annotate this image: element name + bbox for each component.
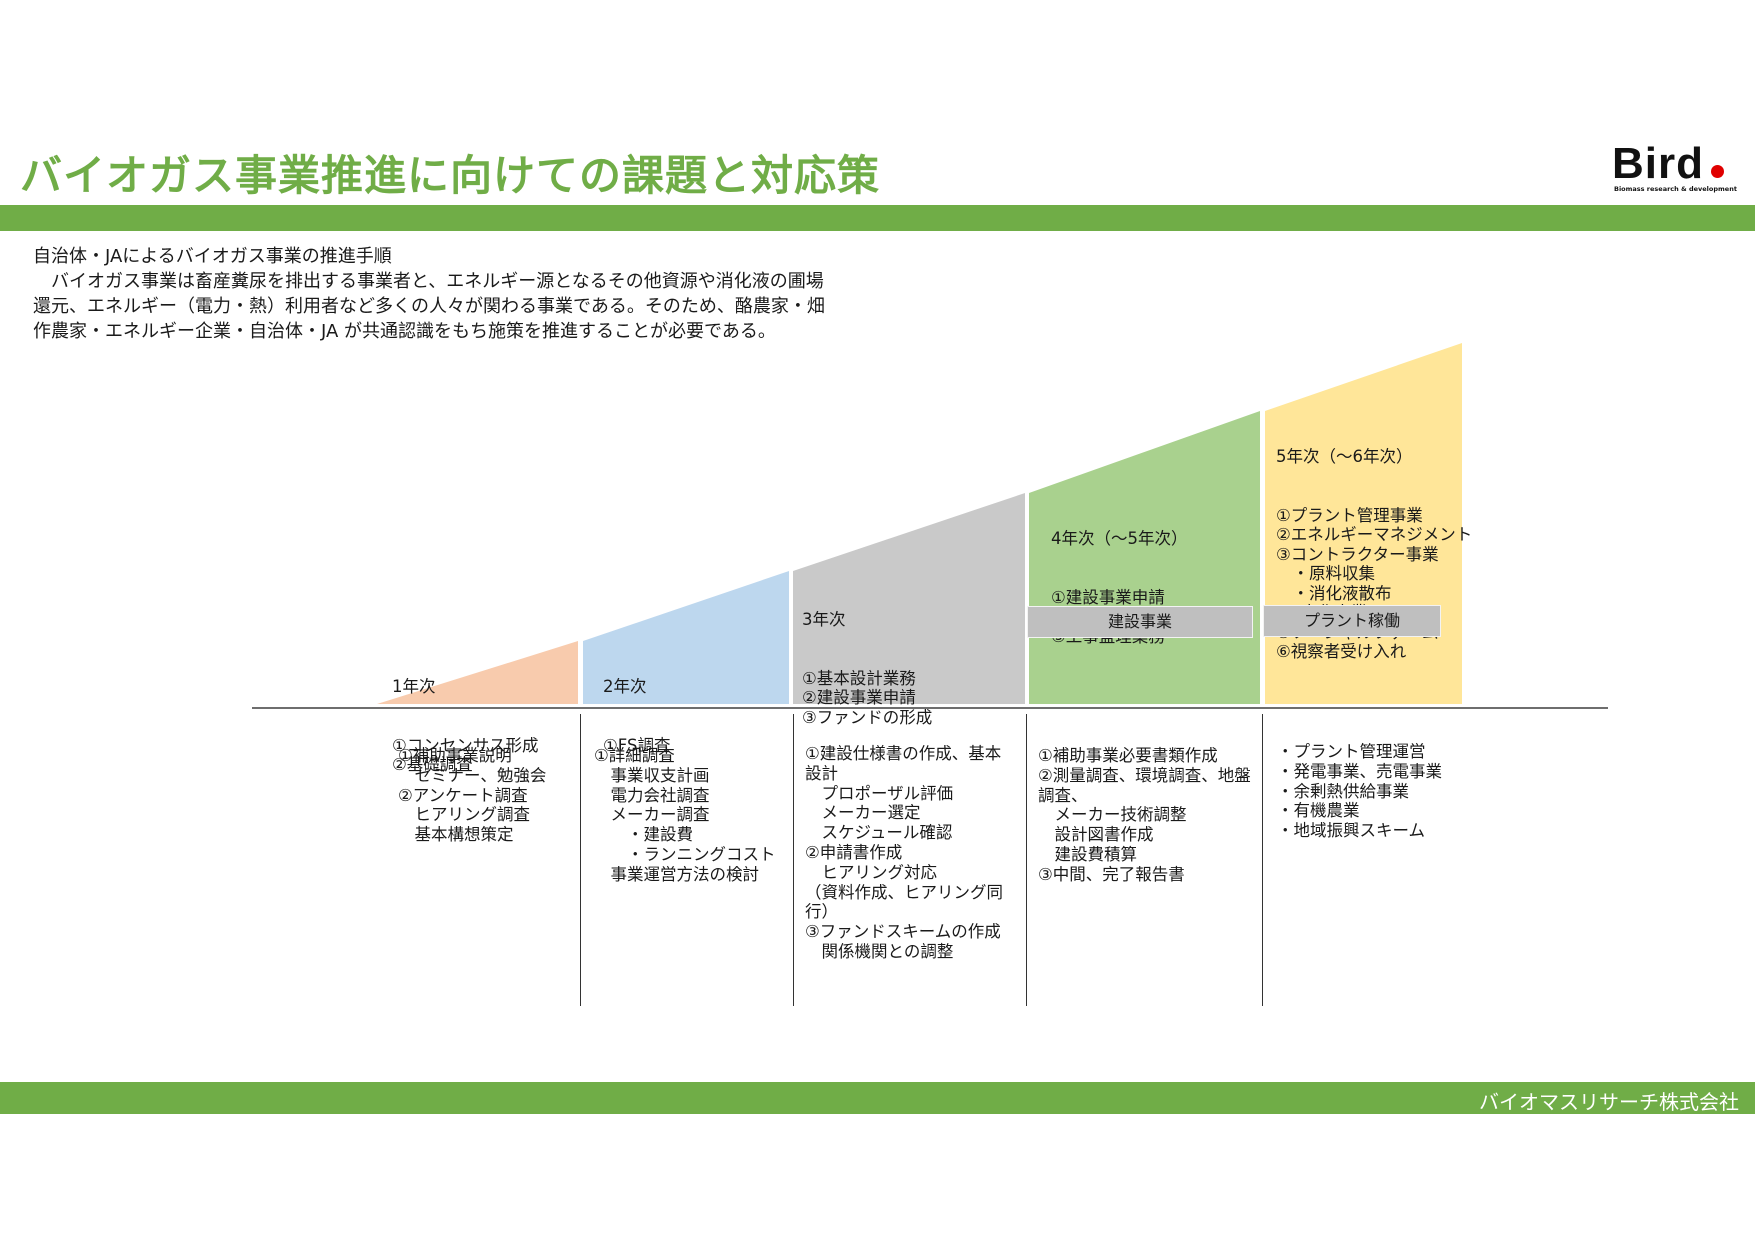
column-divider xyxy=(580,714,581,1006)
column-divider xyxy=(1026,714,1027,1006)
intro-section: 自治体・JAによるバイオガス事業の推進手順 バイオガス事業は畜産糞尿を排出する事… xyxy=(33,244,933,344)
timeline-baseline xyxy=(252,707,1608,709)
footer-company-name: バイオマスリサーチ株式会社 xyxy=(1479,1090,1739,1114)
phase-3-label: 3年次 ①基本設計業務 ②建設事業申請 ③ファンドの形成 xyxy=(802,571,932,747)
phase-1-shape xyxy=(377,641,578,704)
task-list-phase-4: ①補助事業必要書類作成 ②測量調査、環境調査、地盤 調査、 メーカー技術調整 設… xyxy=(1038,746,1251,884)
phase-items: ①プラント管理事業 ②エネルギーマネジメント ③コントラクター事業 ・原料収集 … xyxy=(1276,505,1473,662)
phase-year: 3年次 xyxy=(802,610,846,629)
task-list-phase-5: ・プラント管理運営 ・発電事業、売電事業 ・余剰熱供給事業 ・有機農業 ・地域振… xyxy=(1277,742,1442,841)
phase-year: 1年次 xyxy=(392,677,436,696)
intro-line: バイオガス事業は畜産糞尿を排出する事業者と、エネルギー源となるその他資源や消化液… xyxy=(33,271,824,292)
phase-5-label: 5年次（～6年次） ①プラント管理事業 ②エネルギーマネジメント ③コントラクタ… xyxy=(1276,408,1472,681)
logo-subtitle: Biomass research & development xyxy=(1614,185,1737,193)
phase-1-label: 1年次 ①コンセンサス形成 ②基礎調査 xyxy=(392,638,538,794)
footer-bar xyxy=(0,1082,1755,1114)
phase-items: ①FS調査 xyxy=(603,735,671,755)
logo-wordmark: Bird xyxy=(1612,139,1704,188)
header-bar xyxy=(0,205,1755,231)
phase-2-shape xyxy=(583,571,789,704)
bird-logo: Bird Biomass research & development xyxy=(1612,139,1742,195)
phase-items: ①コンセンサス形成 ②基礎調査 xyxy=(392,735,539,775)
stage-bar-construction: 建設事業 xyxy=(1027,606,1253,638)
phase-4-label: 4年次（～5年次） ①建設事業申請 ②設計業務 ③工事監理業務 xyxy=(1051,490,1188,666)
phase-year: 4年次（～5年次） xyxy=(1051,529,1188,548)
logo-red-dot-icon xyxy=(1711,165,1724,178)
phase-year: 5年次（～6年次） xyxy=(1276,447,1413,466)
column-divider xyxy=(793,714,794,1006)
stage-bar-plant-operation: プラント稼働 xyxy=(1263,605,1441,637)
column-divider xyxy=(1262,714,1263,1006)
task-list-phase-3: ①建設仕様書の作成、基本 設計 プロポーザル評価 メーカー選定 スケジュール確認… xyxy=(805,744,1003,961)
phase-3-shape xyxy=(793,493,1025,704)
intro-line: 還元、エネルギー（電力・熱）利用者など多くの人々が関わる事業である。そのため、酪… xyxy=(33,296,825,317)
phase-items: ①基本設計業務 ②建設事業申請 ③ファンドの形成 xyxy=(802,668,933,727)
page-title: バイオガス事業推進に向けての課題と対応策 xyxy=(20,151,881,200)
intro-line: 作農家・エネルギー企業・自治体・JA が共通認識をもち施策を推進することが必要で… xyxy=(33,321,776,342)
phase-year: 2年次 xyxy=(603,677,647,696)
task-list-phase-1: ①補助事業説明 セミナー、勉強会 ②アンケート調査 ヒアリング調査 基本構想策定 xyxy=(398,746,547,845)
phase-2-label: 2年次 ①FS調査 xyxy=(603,638,670,775)
task-list-phase-2: ①詳細調査 事業収支計画 電力会社調査 メーカー調査 ・建設費 ・ランニングコス… xyxy=(594,746,776,884)
intro-heading: 自治体・JAによるバイオガス事業の推進手順 xyxy=(33,246,392,267)
